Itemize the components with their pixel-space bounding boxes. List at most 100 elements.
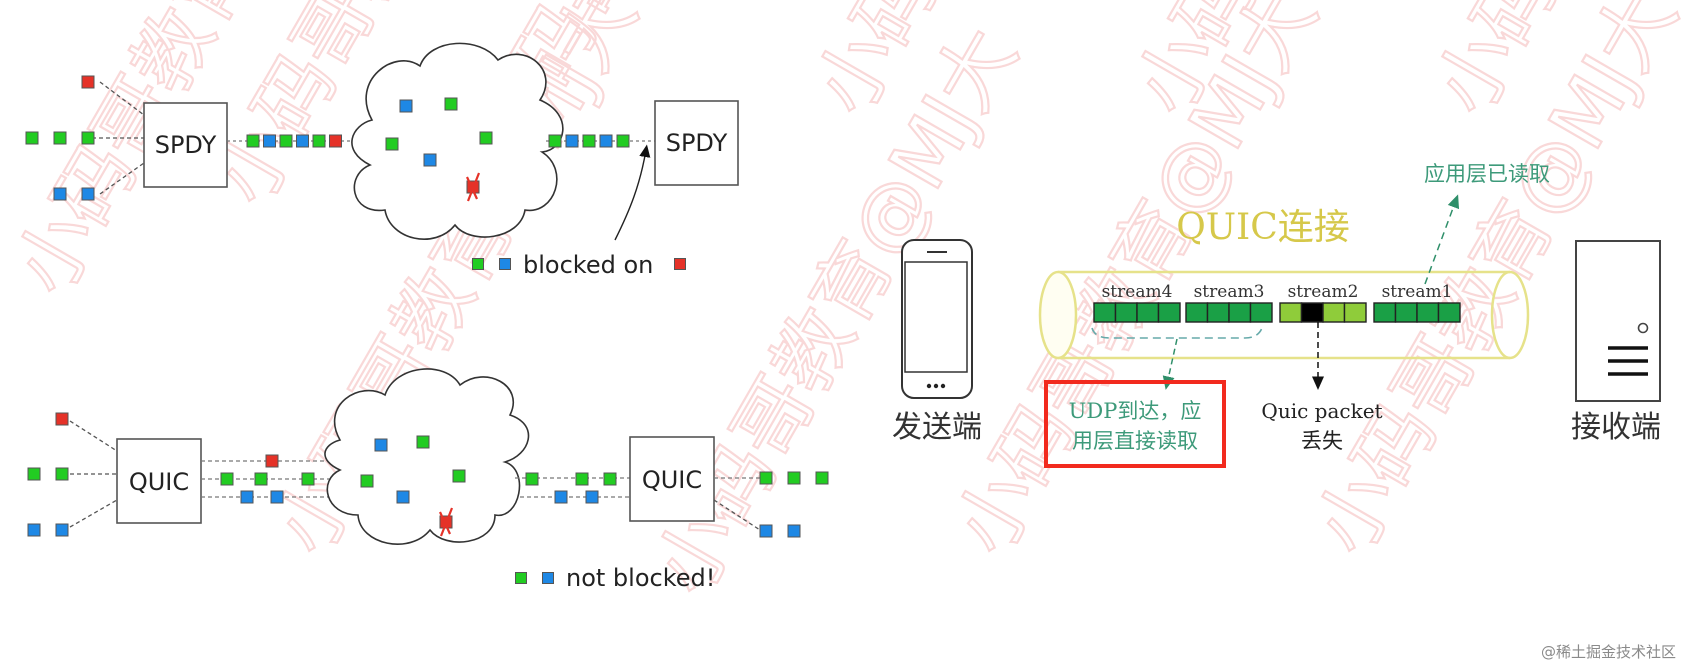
stream-stream1: stream1 [1373,282,1461,323]
green-packet [759,471,773,485]
red-packet [674,258,686,270]
red-packet [265,454,279,468]
blue-packet [759,524,773,538]
lost-packet [465,172,481,202]
read-note: 应用层已读取 [1424,162,1550,186]
lost-note-line2: 丢失 [1301,429,1343,453]
green-packet [452,469,466,483]
stream-label: stream1 [1382,282,1453,302]
green-packet [616,134,630,148]
green-packet [515,572,527,584]
spdy-cloud [351,42,564,240]
quic-sender-box [116,438,202,524]
green-packet [575,472,589,486]
spdy-caption: blocked on [523,251,653,279]
green-packet [603,472,617,486]
stream-cell [1437,302,1461,323]
quic-receiver-label: QUIC [642,466,702,494]
stream-label: stream3 [1194,282,1265,302]
stream-cell [1343,302,1367,323]
stream-cell [1093,302,1117,323]
green-packet [548,134,562,148]
receiver-label: 接收端 [1571,410,1661,445]
green-packet [25,131,39,145]
blocked-arrow [614,144,651,241]
footer-credit: @稀土掘金技术社区 [1541,643,1676,661]
stream-label: stream2 [1288,282,1359,302]
green-packet [385,137,399,151]
spdy-sender-label: SPDY [155,131,217,159]
stream-stream3: stream3 [1185,282,1273,323]
stream-cell [1157,302,1181,323]
stream-cell [1114,302,1138,323]
stream-stream2: stream2 [1279,282,1367,323]
cross-mark-icon [438,507,454,537]
stream-cell [1322,302,1346,323]
udp-note-highlight [1044,380,1226,468]
quic-caption: not blocked! [566,564,715,592]
blue-packet [585,490,599,504]
stream-label: stream4 [1102,282,1173,302]
blue-packet [296,134,309,148]
udp-note-line1: UDP到达，应 [1069,399,1202,423]
arrived-brace [1091,327,1263,339]
green-packet [360,474,374,488]
green-packet [81,131,95,145]
red-packet [81,75,95,89]
stream-cell [1394,302,1418,323]
blue-packet [423,153,437,167]
green-packet [444,97,458,111]
cross-mark-icon [465,172,481,202]
blue-packet [240,490,254,504]
lost-note-line1: Quic packet [1261,399,1382,423]
blue-packet [499,258,511,270]
stream-cell [1206,302,1230,323]
blue-packet [396,490,410,504]
red-packet [55,412,69,426]
green-packet [815,471,829,485]
blue-packet [542,572,554,584]
arrived-arrow [1162,338,1178,390]
stream-stream4: stream4 [1093,282,1181,323]
quic-sender-label: QUIC [129,468,189,496]
green-packet [246,134,260,148]
blue-packet [399,99,413,113]
blue-packet [565,134,579,148]
spdy-sender-box [143,102,228,188]
blue-packet [554,490,568,504]
server-icon [1575,240,1661,402]
green-packet [787,471,801,485]
spdy-receiver-label: SPDY [666,129,728,157]
blue-packet [263,134,276,148]
quic-cloud [324,368,530,545]
green-packet [525,472,539,486]
green-packet [472,258,484,270]
green-packet [254,472,268,486]
stream-cell [1185,302,1209,323]
green-packet [279,134,293,148]
blue-packet [787,524,801,538]
blue-packet [374,438,388,452]
stream-cell [1228,302,1252,323]
stream-cell [1416,302,1440,323]
spdy-diagram: SPDY SPDY blocked on [25,42,739,279]
stream-cell [1279,302,1303,323]
green-packet [582,134,596,148]
quic-diagram: QUIC QUIC not blocked! [27,368,829,592]
stream-cell [1249,302,1273,323]
stream-cell [1136,302,1160,323]
green-packet [220,472,234,486]
lost-packet [438,507,454,537]
sender-label: 发送端 [892,410,982,445]
blue-packet [27,523,41,537]
green-packet [416,435,430,449]
blue-packet [599,134,613,148]
spdy-receiver-box [654,100,739,186]
green-packet [55,467,69,481]
blue-packet [53,187,67,201]
udp-note-line2: 用层直接读取 [1072,429,1198,453]
green-packet [479,131,493,145]
green-packet [312,134,326,148]
